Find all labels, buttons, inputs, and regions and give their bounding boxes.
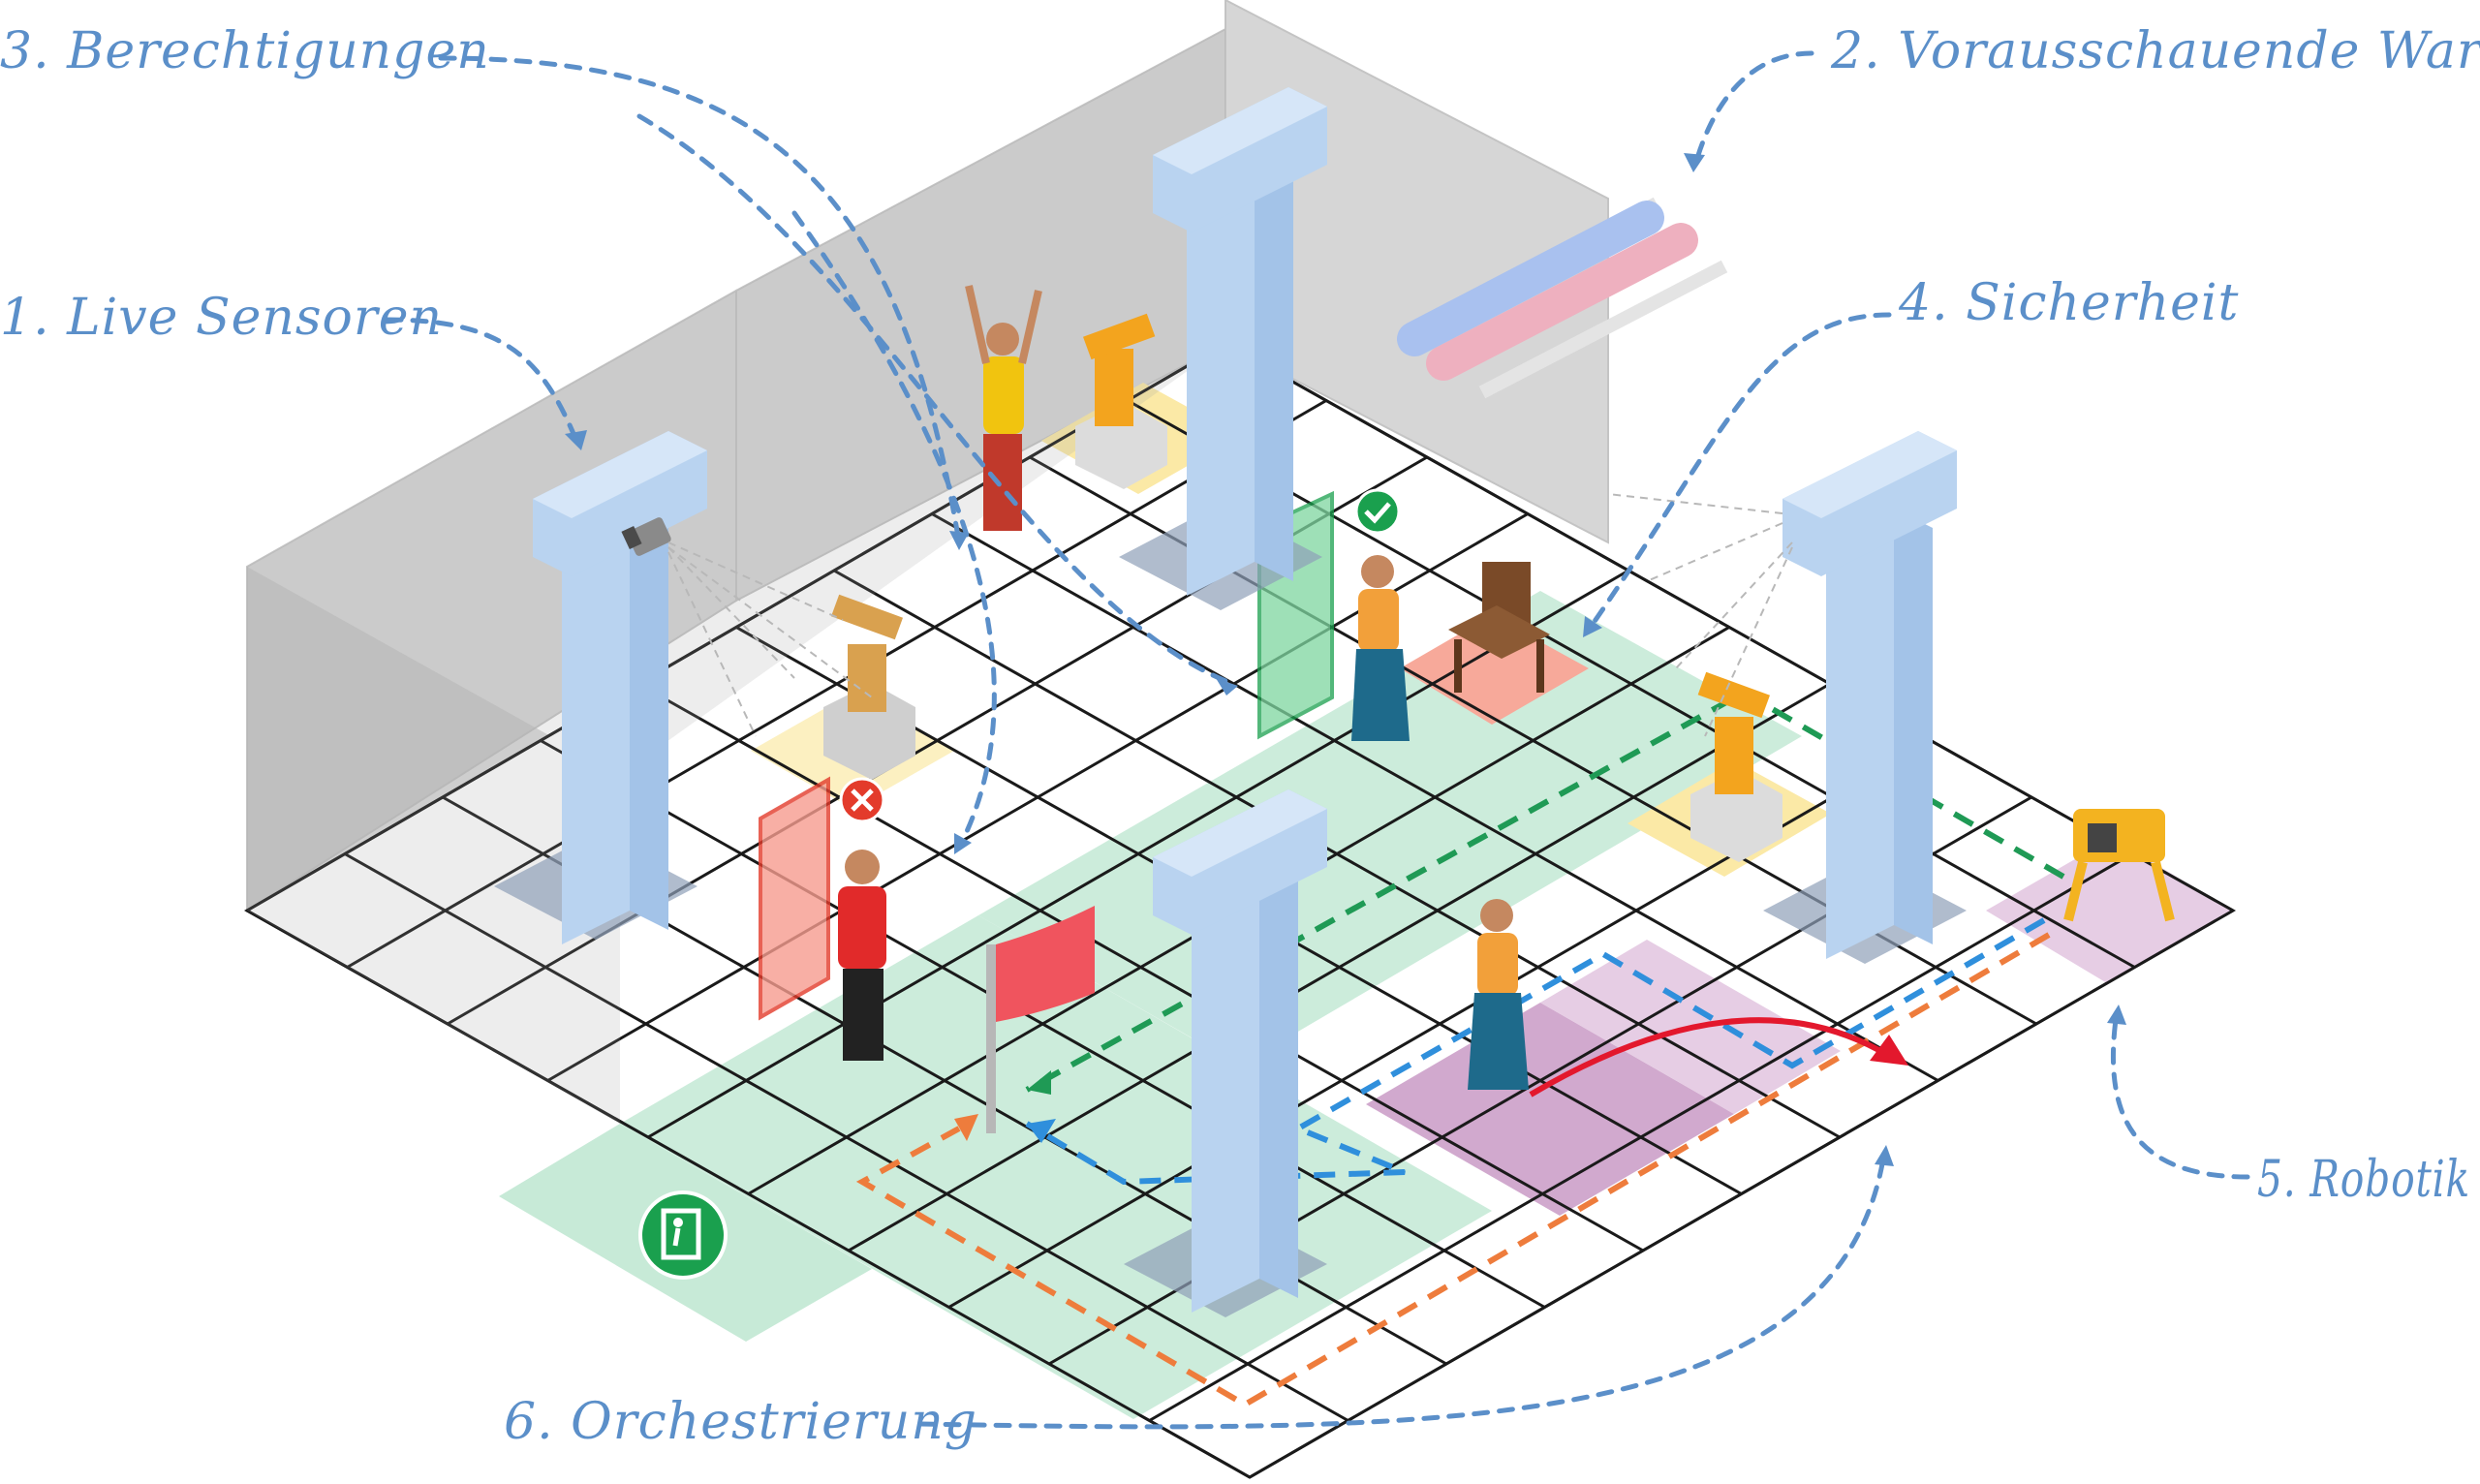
- arrow-safety: [1586, 312, 1892, 633]
- callout-labels: 1. Live Sensoren 2. Vorausschauende Wart…: [0, 22, 2480, 1451]
- robot-dog: [2063, 809, 2175, 922]
- person-door-granted: [1351, 555, 1410, 741]
- grid-line: [1224, 342, 2234, 912]
- arrow-permissions-2: [636, 113, 1233, 686]
- arrow-maintenance: [1692, 50, 1814, 168]
- route-red-arc: [1529, 1017, 1891, 1098]
- label-live-sensors: 1. Live Sensoren: [0, 289, 443, 347]
- label-robotics: 5. Robotik: [2257, 1151, 2470, 1209]
- sensor-rays-right: [1607, 493, 1793, 737]
- pipes: [1397, 197, 1728, 399]
- flag-icon: [986, 906, 1095, 1133]
- route-orange-arrow: [954, 1114, 978, 1141]
- arrow-permissions-3: [791, 210, 997, 850]
- access-door-denied: [759, 776, 885, 1021]
- arrow-robotics: [2110, 1009, 2250, 1180]
- grid-line: [1249, 909, 2234, 1479]
- grid-line: [833, 569, 1841, 1139]
- safe-zone-green: [620, 915, 1492, 1419]
- route-red-arrow: [1870, 1035, 1908, 1066]
- route-blue: [1025, 917, 2046, 1186]
- robot-arm-left: [823, 594, 915, 780]
- label-predictive-maintenance: 2. Vorausschauende Wartung: [1830, 22, 2480, 80]
- robot-arm-right: [1690, 671, 1782, 862]
- sensor-rays-left: [667, 541, 873, 737]
- label-permissions: 3. Berechtigungen: [0, 22, 490, 80]
- arrow-orchestration: [917, 1150, 1887, 1430]
- grid-line: [848, 682, 1831, 1252]
- robot-zone-purple: [1366, 1003, 1734, 1216]
- person-arms-raised: [965, 285, 1042, 531]
- pillar-left: [494, 431, 707, 944]
- pillar-front: [1124, 789, 1327, 1317]
- person-robot-zone: [1468, 899, 1529, 1090]
- person-door-denied: [838, 850, 886, 1061]
- camera-icon: [621, 517, 671, 556]
- arrow-permissions-1: [438, 55, 962, 545]
- route-green-arrow: [1027, 1070, 1051, 1095]
- wall-translucent-overlay: [247, 29, 1225, 1124]
- callout-arrows: [385, 50, 2250, 1430]
- grid-line: [931, 512, 1939, 1082]
- arrow-live-sensors: [385, 317, 579, 444]
- grid-line: [1148, 852, 2133, 1422]
- grid-line: [1127, 399, 2136, 969]
- chair: [1448, 562, 1550, 693]
- check-circle-icon: [1354, 488, 1401, 535]
- route-orange: [855, 932, 2051, 1408]
- x-circle-icon: [839, 777, 885, 823]
- route-blue-arrow: [1027, 1119, 1056, 1143]
- robot-arm-back: [1075, 313, 1167, 489]
- pillar-right: [1763, 431, 1967, 964]
- exit-sign-icon: [638, 1190, 728, 1280]
- safe-zone-green-mid: [978, 591, 1802, 1066]
- label-safety: 4. Sicherheit: [1898, 274, 2239, 332]
- pillar-back: [1119, 87, 1327, 610]
- label-orchestration: 6. Orchestrierung: [504, 1393, 977, 1451]
